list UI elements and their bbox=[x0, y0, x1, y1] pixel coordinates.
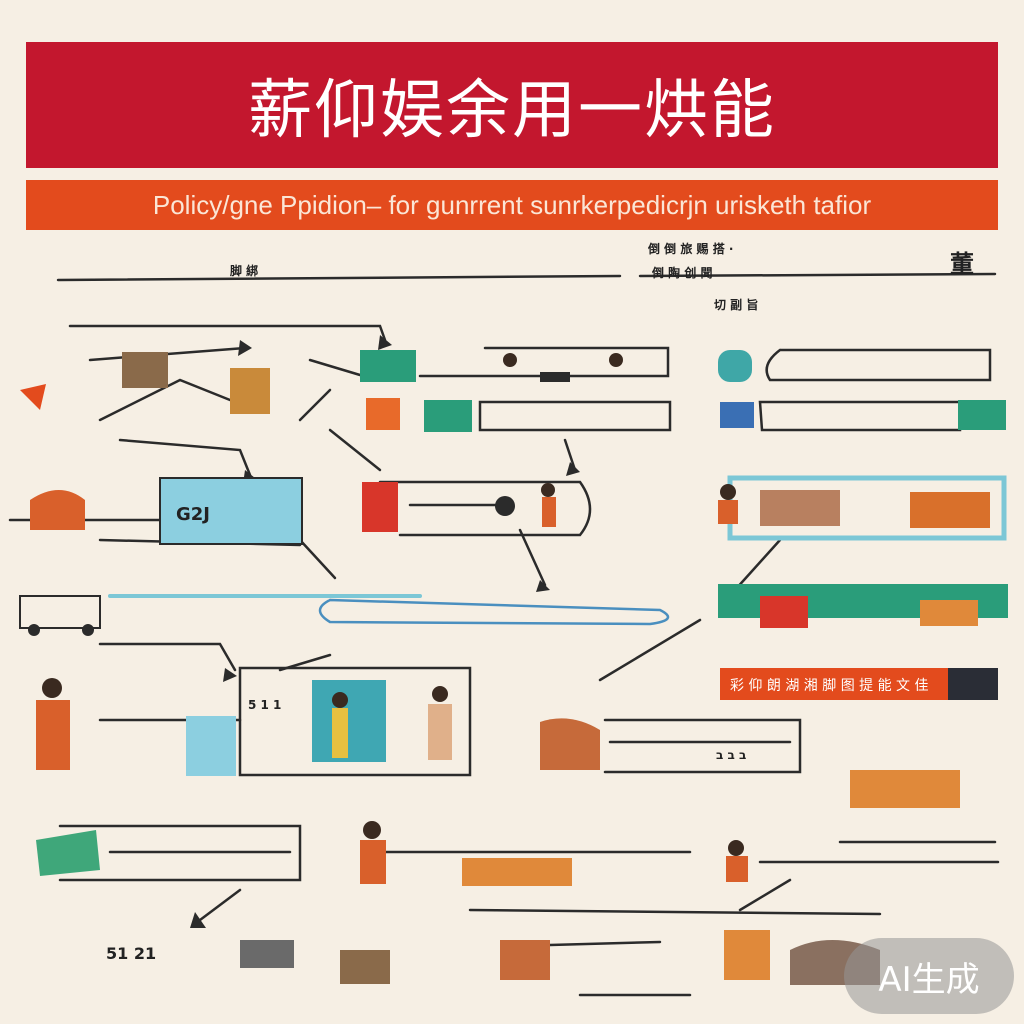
building-icon bbox=[230, 368, 270, 414]
label-top-mid-b: 倒 陶 创 聞 bbox=[652, 266, 713, 280]
note-dark-block bbox=[948, 668, 998, 700]
teal-tile bbox=[360, 350, 416, 382]
rule-line-left bbox=[56, 274, 622, 282]
label-top-mid-a: 倒 倒 旅 赐 搭 · bbox=[648, 242, 734, 256]
teal-box bbox=[312, 680, 386, 762]
connector-box bbox=[758, 400, 962, 432]
rule-line-right bbox=[638, 272, 997, 278]
connector-box bbox=[603, 718, 802, 774]
weapon-icon bbox=[36, 830, 100, 876]
wheel-icon bbox=[28, 624, 40, 636]
person-icon bbox=[332, 692, 348, 708]
connector-box bbox=[238, 666, 472, 777]
connector-box bbox=[378, 480, 592, 537]
teal-tile bbox=[424, 400, 472, 432]
crowd-icon bbox=[760, 490, 840, 526]
arrow-head-icon bbox=[536, 580, 550, 592]
title-banner: 薪仰娱余用一烘能 bbox=[26, 42, 998, 168]
connector bbox=[68, 324, 387, 342]
tool-icon bbox=[540, 372, 570, 382]
bus-icon bbox=[462, 858, 572, 886]
watermark-badge: AI生成 bbox=[844, 938, 1014, 1014]
machine-icon bbox=[540, 718, 600, 770]
label-top-mid-c: 切 副 旨 bbox=[714, 298, 759, 312]
person-icon bbox=[728, 840, 744, 856]
connector bbox=[298, 538, 337, 580]
person-icon bbox=[503, 353, 517, 367]
subtitle-banner: Policy/gne Ppidion– for gunrrent sunrker… bbox=[26, 180, 998, 230]
red-marker bbox=[362, 482, 398, 532]
bottom-code: ב ב ב bbox=[716, 748, 747, 762]
connector bbox=[548, 940, 662, 947]
connector bbox=[518, 528, 547, 587]
connector-box bbox=[478, 400, 672, 432]
arrow-head-icon bbox=[238, 340, 252, 356]
connector bbox=[198, 888, 242, 922]
person-icon bbox=[360, 840, 386, 884]
label-top-right: 董 bbox=[950, 250, 974, 278]
cart-icon bbox=[19, 595, 101, 629]
crowd-icon bbox=[910, 492, 990, 528]
page-title: 薪仰娱余用一烘能 bbox=[248, 74, 776, 148]
teal-tile bbox=[718, 350, 752, 382]
orange-tile bbox=[366, 398, 400, 430]
page-subtitle: Policy/gne Ppidion– for gunrrent sunrker… bbox=[152, 189, 872, 220]
diag-code-a: 5 1 1 bbox=[248, 698, 282, 712]
person-icon bbox=[726, 856, 748, 882]
flag-icon bbox=[20, 384, 46, 410]
person-icon bbox=[718, 500, 738, 524]
connector bbox=[98, 642, 237, 672]
connector bbox=[98, 378, 232, 422]
animal-icon bbox=[30, 490, 85, 530]
person-icon bbox=[363, 821, 381, 839]
wheel-icon bbox=[82, 624, 94, 636]
arrow-head-icon bbox=[378, 335, 392, 350]
person-icon bbox=[541, 483, 555, 497]
label-top-left: 脚 綁 bbox=[230, 264, 259, 278]
connector-box bbox=[318, 598, 670, 626]
connector bbox=[308, 358, 362, 377]
building-icon bbox=[340, 950, 390, 984]
cart-icon bbox=[920, 600, 978, 626]
connector-box bbox=[58, 824, 302, 882]
building-icon bbox=[500, 940, 550, 980]
building-icon bbox=[240, 940, 294, 968]
connector bbox=[468, 908, 882, 916]
note-text: 彩 仰 朗 湖 湘 脚 图 提 能 文 佳 bbox=[730, 678, 929, 694]
tool-icon bbox=[495, 496, 515, 516]
light-blue-box bbox=[186, 716, 236, 776]
arrow-head-icon bbox=[223, 668, 237, 682]
building-icon bbox=[724, 930, 770, 980]
arrow-head-icon bbox=[190, 912, 206, 928]
person-icon bbox=[609, 353, 623, 367]
connector bbox=[563, 438, 577, 472]
person-icon bbox=[542, 497, 556, 527]
person-icon bbox=[36, 700, 70, 770]
connector-box bbox=[418, 346, 670, 378]
teal-tile bbox=[958, 400, 1006, 430]
person-icon bbox=[332, 708, 348, 758]
light-blue-box bbox=[159, 477, 303, 545]
crowd-icon bbox=[850, 770, 960, 808]
connector bbox=[733, 538, 782, 592]
connector bbox=[598, 618, 702, 682]
building-icon bbox=[122, 352, 168, 388]
arrow-head-icon bbox=[566, 462, 580, 476]
person-icon bbox=[432, 686, 448, 702]
person-icon bbox=[42, 678, 62, 698]
connector bbox=[298, 388, 332, 422]
connector bbox=[118, 438, 252, 477]
connector-box bbox=[765, 348, 992, 382]
diag-code-b: 51 21 bbox=[106, 944, 157, 963]
connector bbox=[738, 878, 792, 912]
connector bbox=[328, 428, 382, 472]
blue-tile bbox=[720, 402, 754, 428]
cart-icon bbox=[760, 596, 808, 628]
person-icon bbox=[720, 484, 736, 500]
box-code: G2J bbox=[176, 504, 210, 525]
person-icon bbox=[428, 704, 452, 760]
